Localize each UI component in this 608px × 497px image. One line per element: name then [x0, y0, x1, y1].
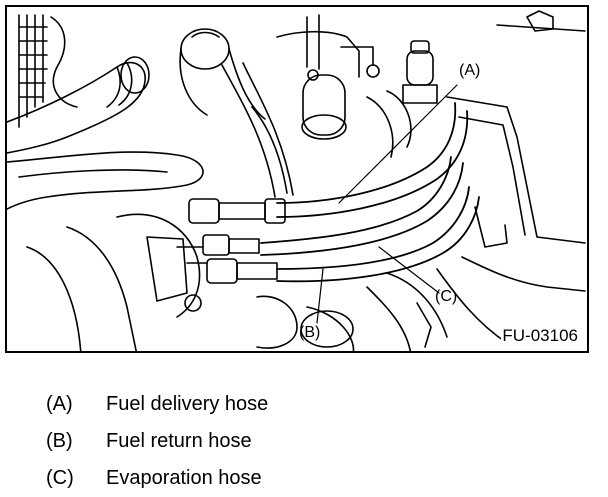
hose-fittings: [176, 198, 286, 284]
figure-code: FU-03106: [501, 326, 579, 345]
legend-item: (B) Fuel return hose: [46, 423, 268, 460]
legend-key: (B): [46, 430, 73, 452]
vertical-hose: [221, 62, 294, 198]
callout-a: (A): [459, 62, 481, 79]
engine-bay-illustration: (A) (C) (B) FU-03106: [5, 5, 589, 353]
intake-duct: [7, 56, 204, 210]
legend: (A) Fuel delivery hose (B) Fuel return h…: [46, 386, 268, 497]
legend-text: Evaporation hose: [106, 467, 262, 489]
callout-b: (B): [299, 324, 321, 341]
callout-c: (C): [435, 288, 458, 305]
legend-text: Fuel delivery hose: [106, 393, 269, 415]
reservoir: [179, 28, 266, 120]
legend-key: (C): [46, 467, 74, 489]
legend-item: (A) Fuel delivery hose: [46, 386, 268, 423]
line-drawing: [7, 10, 586, 351]
canister: [276, 14, 380, 140]
radiator-grille: [18, 14, 78, 128]
legend-text: Fuel return hose: [106, 430, 252, 452]
lower-assembly: [26, 213, 448, 351]
legend-item: (C) Evaporation hose: [46, 460, 268, 497]
fuel-hoses: [260, 102, 480, 283]
leader-lines: [316, 84, 458, 324]
body-panel-right: [436, 10, 586, 344]
legend-key: (A): [46, 393, 73, 415]
